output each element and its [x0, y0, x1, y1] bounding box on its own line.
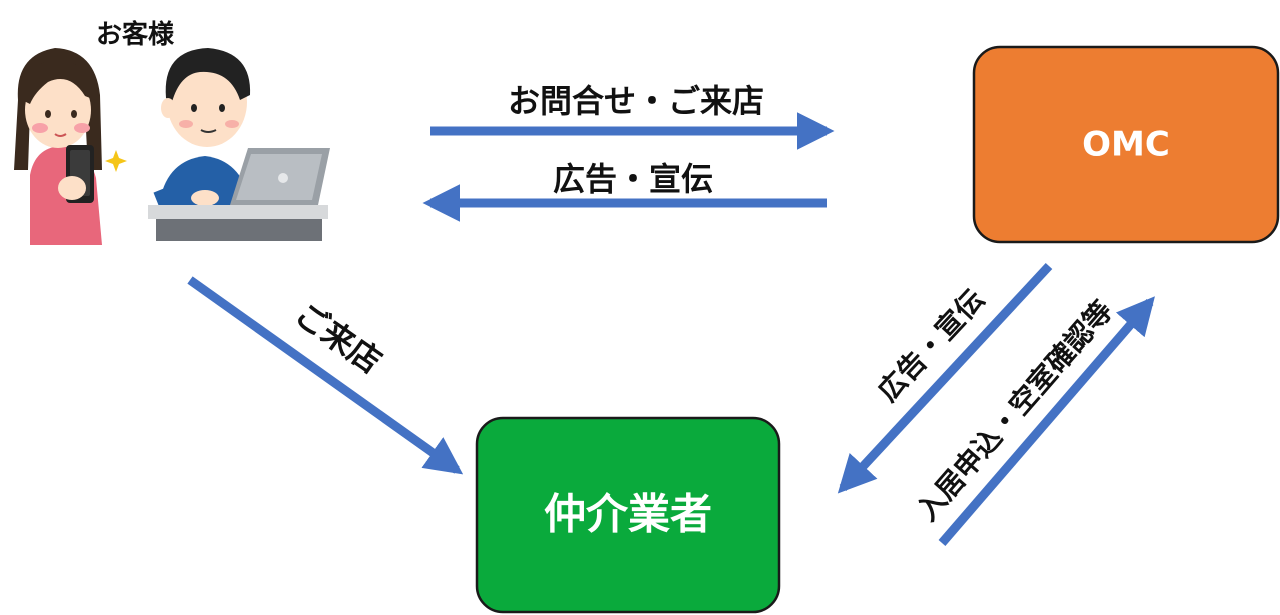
customer-label: お客様 — [96, 19, 175, 50]
visit-label: ご来店 — [288, 295, 388, 381]
application-arrow — [938, 296, 1155, 546]
broker-box-shape — [475, 416, 781, 614]
ad-to-broker-arrow — [837, 262, 1053, 494]
inquiry-label: お問合せ・ご来店 — [508, 82, 764, 120]
omc-label: OMC — [1082, 125, 1170, 165]
customer-illustration: お客様 — [14, 19, 330, 245]
broker-box: 仲介業者 — [475, 416, 781, 614]
visit-arrow — [187, 276, 464, 475]
omc-box: OMC — [972, 45, 1280, 244]
woman-with-phone-icon — [14, 48, 127, 245]
man-with-laptop-icon — [148, 48, 330, 241]
broker-label: 仲介業者 — [544, 490, 712, 539]
ad-to-customer-label: 広告・宣伝 — [553, 160, 713, 198]
omc-box-shape — [972, 45, 1280, 244]
